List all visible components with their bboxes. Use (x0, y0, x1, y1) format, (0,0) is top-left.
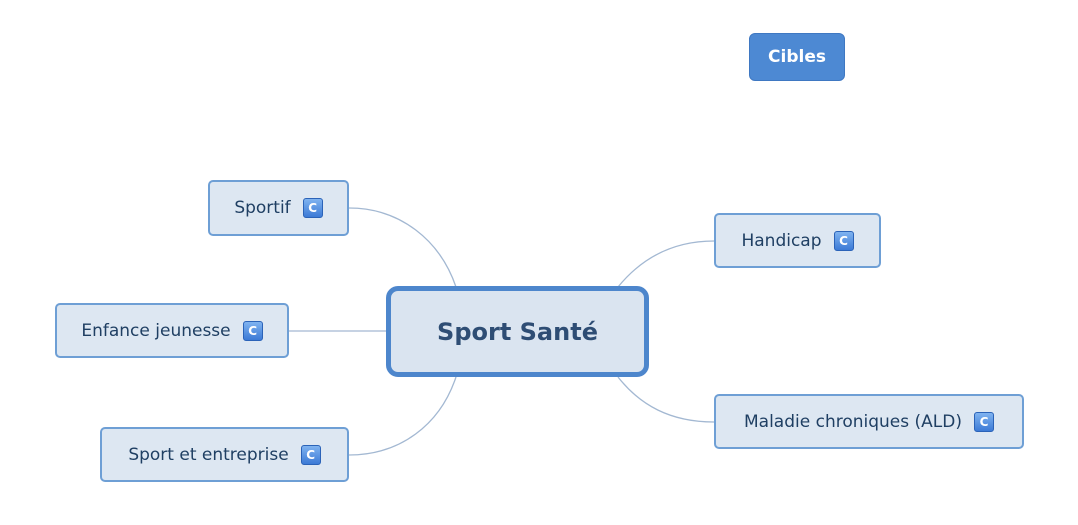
topic-label: Sportif (234, 198, 291, 218)
connector-maladie-chroniques (617, 376, 715, 423)
topic-sportif[interactable]: Sportif C (208, 180, 349, 236)
topic-label: Maladie chroniques (ALD) (744, 411, 962, 432)
floating-topic-cibles[interactable]: Cibles (749, 33, 845, 81)
topic-handicap[interactable]: Handicap C (714, 213, 881, 268)
c-icon[interactable]: C (973, 411, 994, 432)
topic-sport-et-entreprise[interactable]: Sport et entreprise C (100, 427, 349, 482)
topic-enfance-jeunesse[interactable]: Enfance jeunesse C (55, 303, 289, 358)
floating-topic-label: Cibles (768, 47, 826, 67)
connector-sport-entreprise (348, 376, 457, 456)
central-topic[interactable]: Sport Santé (386, 286, 649, 377)
central-topic-label: Sport Santé (437, 317, 598, 346)
c-icon[interactable]: C (833, 230, 854, 251)
c-icon[interactable]: C (302, 198, 323, 218)
connector-sportif (348, 207, 457, 288)
topic-label: Sport et entreprise (128, 444, 289, 465)
topic-label: Enfance jeunesse (81, 320, 231, 341)
topic-label: Handicap (741, 230, 822, 251)
connector-handicap (617, 240, 715, 288)
c-icon[interactable]: C (300, 444, 321, 465)
c-icon[interactable]: C (242, 320, 263, 341)
topic-maladie-chroniques[interactable]: Maladie chroniques (ALD) C (714, 394, 1024, 449)
